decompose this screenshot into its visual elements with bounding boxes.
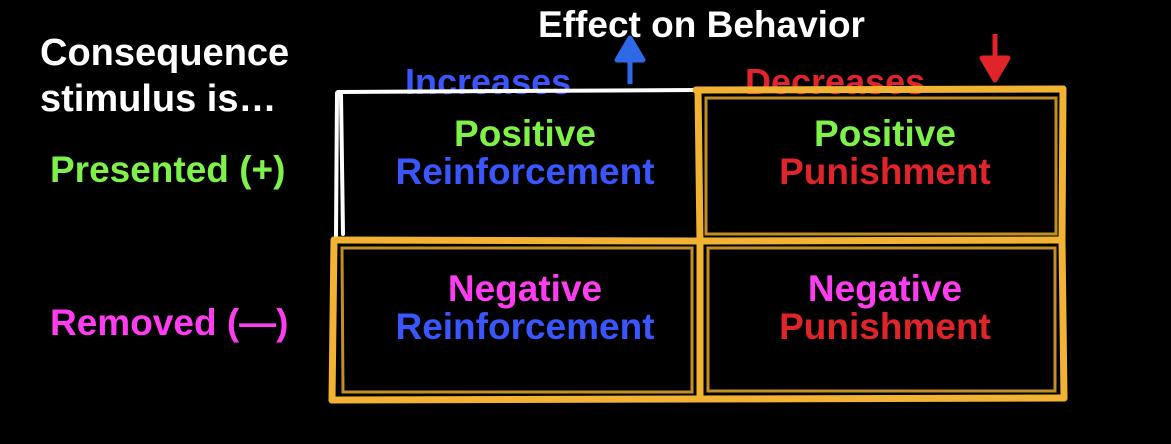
diagram-title: Effect on Behavior — [538, 4, 865, 45]
cell-label-top: Positive — [814, 113, 956, 154]
cell-negative-reinforcement: Negative Reinforcement — [340, 270, 710, 346]
arrow-down-icon — [979, 34, 1011, 83]
cell-label-bottom: Punishment — [779, 151, 991, 192]
cell-label-bottom: Reinforcement — [395, 151, 655, 192]
column-header-decreases: Decreases — [745, 61, 926, 102]
frame-left-lower — [328, 236, 338, 404]
cell-label-top: Positive — [454, 113, 596, 154]
row-header: Consequence stimulus is… — [40, 32, 290, 120]
cell-positive-reinforcement: Positive Reinforcement — [340, 115, 710, 191]
frame-middle-vertical — [694, 86, 704, 403]
arrow-up-icon — [614, 35, 646, 84]
cell-negative-punishment: Negative Punishment — [700, 270, 1070, 346]
highlight-outline — [334, 88, 697, 238]
cell-label-top: Negative — [447, 268, 603, 309]
cell-positive-punishment: Positive Punishment — [700, 115, 1070, 191]
column-header-increases: Increases — [405, 61, 572, 102]
row-label-presented: Presented (+) — [50, 149, 286, 190]
cell-label-top: Negative — [807, 268, 963, 309]
frame-top-right — [692, 85, 1067, 94]
row-label-removed: Removed (—) — [50, 302, 289, 343]
cell-label-bottom: Reinforcement — [395, 306, 655, 347]
cell-label-bottom: Punishment — [779, 306, 991, 347]
